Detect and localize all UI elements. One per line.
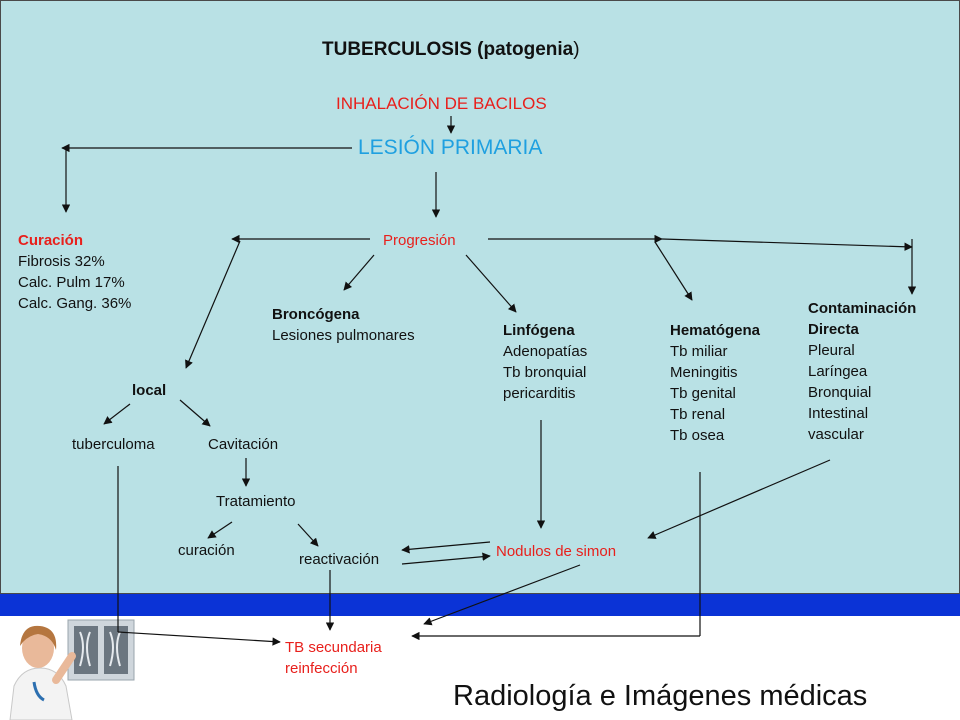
hematogena-title: Hematógena bbox=[670, 322, 761, 339]
contaminacion-block: Contaminación Directa Pleural Laríngea B… bbox=[808, 298, 916, 445]
tuberculoma-label: tuberculoma bbox=[72, 436, 155, 453]
hematogena-line: Tb miliar bbox=[670, 343, 728, 360]
hematogena-line: Meningitis bbox=[670, 364, 738, 381]
hematogena-line: Tb osea bbox=[670, 427, 725, 444]
inhalacion-label: INHALACIÓN DE BACILOS bbox=[336, 94, 547, 113]
contaminacion-line: Pleural bbox=[808, 342, 855, 359]
contaminacion-line: Intestinal bbox=[808, 405, 869, 422]
footer-title: Radiología e Imágenes médicas bbox=[453, 680, 868, 712]
linfogena-line: Tb bronquial bbox=[503, 364, 587, 381]
linfogena-title: Linfógena bbox=[503, 322, 575, 339]
progresion-label: Progresión bbox=[383, 232, 456, 249]
tratamiento-label: Tratamiento bbox=[216, 493, 296, 510]
contaminacion-line: Laríngea bbox=[808, 363, 868, 380]
curacion-block: Curación Fibrosis 32% Calc. Pulm 17% Cal… bbox=[18, 230, 131, 314]
doctor-xray-photo-icon bbox=[0, 616, 156, 720]
tb-secundaria-line: reinfección bbox=[285, 660, 358, 677]
curacion-line: Fibrosis 32% bbox=[18, 253, 105, 270]
broncogena-title: Broncógena bbox=[272, 306, 360, 323]
reactivacion-label: reactivación bbox=[299, 551, 380, 568]
contaminacion-line: Bronquial bbox=[808, 384, 872, 401]
cavitacion-label: Cavitación bbox=[208, 436, 279, 453]
broncogena-line: Lesiones pulmonares bbox=[272, 327, 415, 344]
blue-band bbox=[0, 594, 960, 616]
slide-background bbox=[0, 0, 960, 594]
diagram-title: TUBERCULOSIS (patogenia) bbox=[322, 38, 580, 62]
contaminacion-title: Directa bbox=[808, 321, 859, 338]
contaminacion-title: Contaminación bbox=[808, 300, 917, 317]
hematogena-block: Hematógena Tb miliar Meningitis Tb genit… bbox=[670, 320, 760, 446]
linfogena-line: pericarditis bbox=[503, 385, 576, 402]
nodulos-label: Nodulos de simon bbox=[496, 543, 617, 560]
local-label: local bbox=[132, 382, 167, 399]
curacion-lower-label: curación bbox=[178, 542, 235, 559]
tb-secundaria-line: TB secundaria bbox=[285, 639, 382, 656]
linfogena-block: Linfógena Adenopatías Tb bronquial peric… bbox=[503, 320, 587, 404]
curacion-title: Curación bbox=[18, 232, 84, 249]
hematogena-line: Tb genital bbox=[670, 385, 736, 402]
tb-secundaria-block: TB secundaria reinfección bbox=[285, 637, 382, 679]
hematogena-line: Tb renal bbox=[670, 406, 726, 423]
curacion-line: Calc. Gang. 36% bbox=[18, 295, 132, 312]
curacion-line: Calc. Pulm 17% bbox=[18, 274, 125, 291]
lesion-primaria-label: LESIÓN PRIMARIA bbox=[358, 136, 543, 159]
title-main: TUBERCULOSIS (patogenia bbox=[322, 39, 574, 60]
broncogena-block: Broncógena Lesiones pulmonares bbox=[272, 304, 415, 346]
contaminacion-line: vascular bbox=[808, 426, 864, 443]
linfogena-line: Adenopatías bbox=[503, 343, 588, 360]
title-close: ) bbox=[573, 39, 580, 60]
